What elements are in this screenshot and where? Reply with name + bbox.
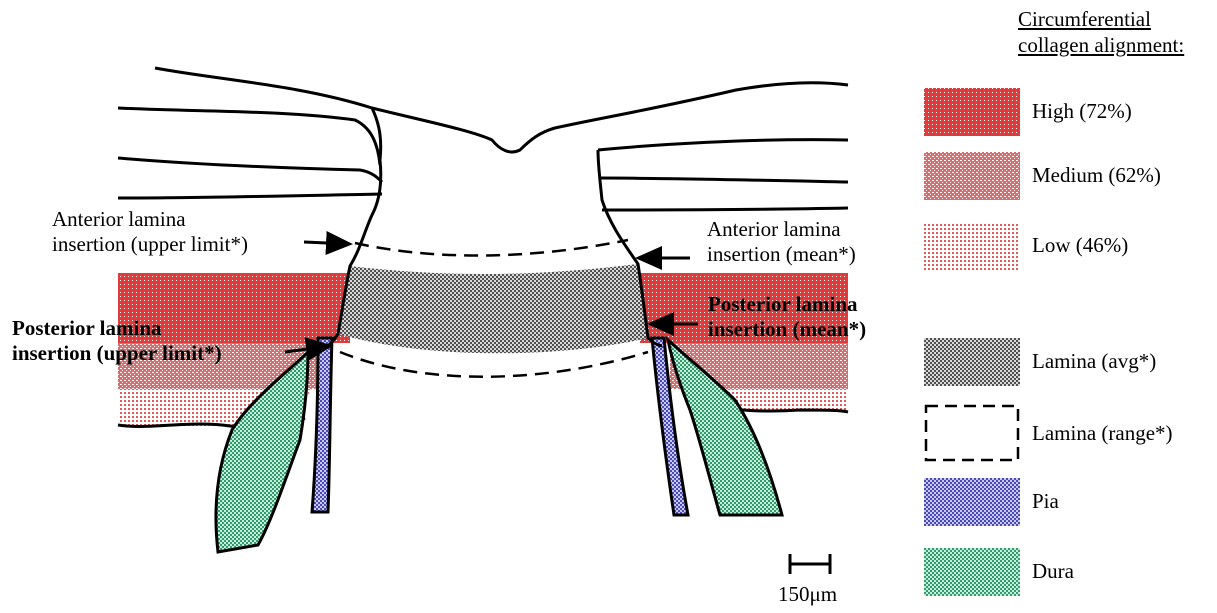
- legend-swatch-pia: [924, 478, 1020, 526]
- lamina-range-upper: [355, 240, 628, 255]
- legend-swatch-medium: [924, 152, 1020, 200]
- scale-bar-label: 150μm: [778, 582, 837, 607]
- legend-swatch-low: [924, 222, 1020, 270]
- scale-bar: [790, 554, 830, 574]
- legend-swatch-lamina-avg: [924, 338, 1020, 386]
- posterior-mean-label: Posterior lamina insertion (mean*): [708, 292, 866, 342]
- legend-label-dura: Dura: [1032, 559, 1074, 584]
- anterior-mean-label: Anterior lamina insertion (mean*): [707, 217, 856, 267]
- legend-title: Circumferential collagen alignment:: [1018, 6, 1184, 58]
- lamina-average-region: [338, 264, 648, 353]
- posterior-upper-label: Posterior lamina insertion (upper limit*…: [12, 316, 222, 366]
- legend-label-lamina-avg: Lamina (avg*): [1032, 349, 1156, 374]
- legend-label-lamina-range: Lamina (range*): [1032, 421, 1173, 446]
- legend-swatch-dura: [924, 548, 1020, 596]
- legend-swatch-high: [924, 88, 1020, 136]
- legend-swatch-lamina-range: [926, 406, 1018, 460]
- legend-label-medium: Medium (62%): [1032, 163, 1161, 188]
- legend-label-low: Low (46%): [1032, 233, 1128, 258]
- lamina-range-lower: [340, 352, 648, 377]
- legend-label-pia: Pia: [1032, 489, 1059, 514]
- legend-label-high: High (72%): [1032, 99, 1132, 124]
- anterior-upper-label: Anterior lamina insertion (upper limit*): [52, 207, 248, 257]
- arrow-anterior-upper: [304, 242, 350, 244]
